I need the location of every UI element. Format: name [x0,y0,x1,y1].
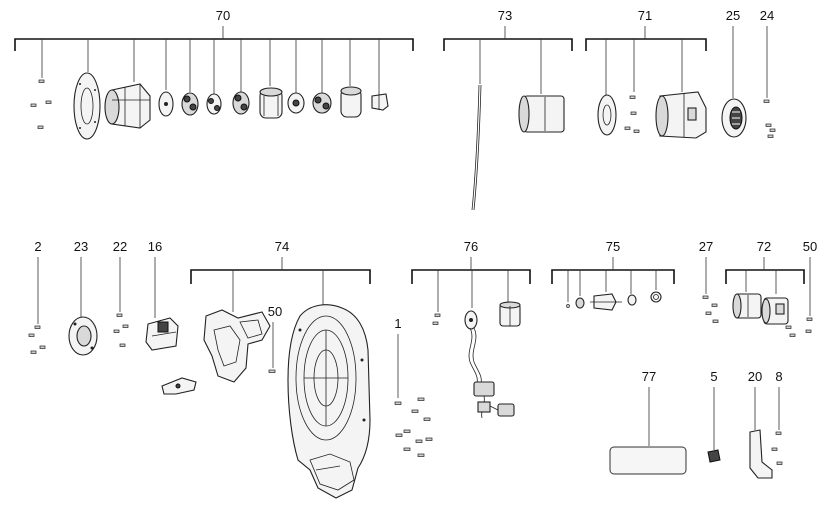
switch-block [145,317,179,351]
output-spindle [371,92,389,111]
bracket-73 [443,38,573,51]
label-25: 25 [726,8,740,23]
gear-housing [655,91,707,139]
label-23: 23 [74,239,88,254]
long-rod [471,84,480,211]
label-73: 73 [498,8,512,23]
label-5: 5 [710,369,717,384]
planet-gear-set-2 [232,91,250,115]
wiring-harness [464,310,515,419]
motor-brush-holder [499,301,521,327]
label-71: 71 [638,8,652,23]
screws-24 [763,99,776,138]
screws-76 [432,313,441,325]
thin-disc [158,91,174,117]
group-22: 22 [113,239,129,347]
planet-gear-set-1 [181,92,199,116]
label-50-left: 50 [268,304,282,319]
group-24: 24 [760,8,776,138]
leaders-70 [41,39,380,96]
screw-50-left [268,369,276,373]
group-70: 70 [14,8,414,140]
screws-71 [624,95,640,133]
group-5: 5 [707,369,721,463]
group-8: 8 [771,369,783,465]
bracket-72 [725,269,805,284]
handle-half-left [203,309,271,383]
trigger-bracket [161,377,197,395]
group-50-right: 50 [785,239,817,337]
label-75: 75 [606,239,620,254]
flange-plate [68,316,98,356]
group-20: 20 [748,369,773,479]
gasket-ring [73,72,101,140]
group-71: 71 [585,8,707,139]
label-72: 72 [757,239,771,254]
group-50-left: 50 [268,304,282,373]
screws-1 [394,397,433,457]
screws-70 [30,79,52,129]
label-8: 8 [775,369,782,384]
group-77: 77 [609,369,687,475]
group-75: 75 [551,239,675,311]
bracket-71 [585,38,707,51]
screws-2 [28,325,46,354]
label-74: 74 [275,239,289,254]
clip-part [707,449,721,463]
seal-disc [597,94,617,136]
screws-22 [113,313,129,347]
label-77: 77 [642,369,656,384]
screws-72 [785,325,796,337]
label-50-right: 50 [803,239,817,254]
armature-parts [566,291,662,311]
planet-carrier-1 [206,93,222,115]
motor-assembly-72 [732,293,789,325]
bracket-76 [411,269,531,284]
ring-gear [259,87,283,119]
bushing-sleeve [518,95,565,133]
screws-27 [702,295,719,323]
label-22: 22 [113,239,127,254]
group-23: 23 [68,239,98,356]
label-2: 2 [34,239,41,254]
group-74: 74 [161,239,371,499]
label-1: 1 [394,316,401,331]
group-27: 27 [699,239,719,323]
label-76: 76 [464,239,478,254]
group-2: 2 [28,239,46,354]
group-25: 25 [721,8,747,138]
label-70: 70 [216,8,230,23]
planet-carrier-2 [287,92,305,114]
end-cap [721,98,747,138]
label-27: 27 [699,239,713,254]
group-16: 16 [145,239,179,351]
screws-8 [771,431,783,465]
group-1: 1 [394,316,433,457]
group-73: 73 [443,8,573,211]
motor-housing [104,83,151,129]
label-20: 20 [748,369,762,384]
group-76: 76 [411,239,531,419]
belt-hook [749,429,773,479]
screws-50-right [805,317,813,333]
group-72: 72 [725,239,805,325]
planet-gear-set-3 [312,92,332,114]
ring-gear-2 [340,86,362,118]
label-24: 24 [760,8,774,23]
nameplate-label [609,446,687,475]
label-16: 16 [148,239,162,254]
main-housing-half [287,304,371,499]
bracket-74 [190,269,371,284]
